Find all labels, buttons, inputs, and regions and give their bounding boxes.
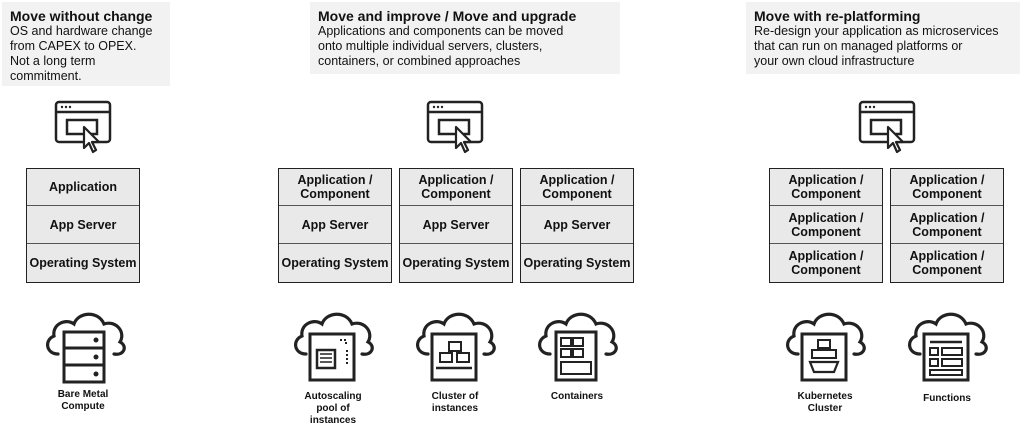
stack-layer-application-component: Application / Component (891, 206, 1003, 244)
header-description: Applications and components can be moved… (318, 24, 564, 68)
header-title: Move without change (10, 8, 153, 24)
stack-layer-operating-system: Operating System (281, 255, 389, 270)
containers-cloud-icon (538, 312, 618, 382)
stack-improve-2: Application / Component App Server Opera… (399, 168, 513, 283)
stack-layer-operating-system: Operating System (29, 255, 137, 270)
stack-improve-3: Application / Component App Server Opera… (520, 168, 634, 283)
browser-click-icon (54, 100, 112, 154)
kubernetes-cloud-icon (786, 312, 866, 382)
autoscaling-cloud-icon (294, 312, 374, 382)
stack-layer-operating-system: Operating System (402, 255, 510, 270)
header-description: OS and hardware change from CAPEX to OPE… (10, 24, 153, 83)
caption-cluster: Cluster of instances (431, 391, 479, 414)
stack-improve-1: Application / Component App Server Opera… (278, 168, 392, 283)
header-move-and-improve: Move and improve / Move and upgrade Appl… (310, 2, 620, 74)
stack-layer-application-component: Application / Component (891, 169, 1003, 206)
stack-replatform-1: Application / Component Application / Co… (769, 168, 883, 283)
browser-click-icon (858, 100, 916, 154)
stack-layer-app-server: App Server (400, 206, 512, 244)
stack-layer-application-component: Application / Component (909, 248, 985, 277)
header-title: Move with re-platforming (754, 8, 921, 24)
stack-layer-app-server: App Server (279, 206, 391, 244)
browser-click-icon (426, 100, 484, 154)
caption-kubernetes: Kubernetes Cluster (797, 391, 853, 414)
functions-cloud-icon (908, 312, 988, 382)
stack-layer-operating-system: Operating System (523, 255, 631, 270)
stack-layer-application-component: Application / Component (770, 169, 882, 206)
stack-layer-application-component: Application / Component (788, 248, 864, 277)
header-move-with-replatforming: Move with re-platforming Re-design your … (746, 2, 1020, 74)
stack-layer-application-component: Application / Component (400, 169, 512, 206)
caption-bare-metal: Bare Metal Compute (57, 389, 109, 412)
stack-layer-application-component: Application / Component (521, 169, 633, 206)
caption-functions: Functions (923, 393, 971, 404)
caption-containers: Containers (550, 391, 604, 402)
header-move-without-change: Move without change OS and hardware chan… (2, 2, 170, 86)
stack-replatform-2: Application / Component Application / Co… (890, 168, 1004, 283)
stack-layer-application-component: Application / Component (279, 169, 391, 206)
stack-layer-app-server: App Server (521, 206, 633, 244)
stack-move-without-change: Application App Server Operating System (26, 168, 140, 283)
stack-layer-app-server: App Server (27, 206, 139, 244)
bare-metal-cloud-icon (46, 312, 126, 384)
header-description: Re-design your application as microservi… (754, 24, 999, 68)
cluster-cloud-icon (416, 312, 496, 382)
stack-layer-application-component: Application / Component (770, 206, 882, 244)
stack-layer-application: Application (27, 169, 139, 206)
caption-autoscaling: Autoscaling pool of instances (304, 391, 362, 426)
header-title: Move and improve / Move and upgrade (318, 8, 577, 24)
